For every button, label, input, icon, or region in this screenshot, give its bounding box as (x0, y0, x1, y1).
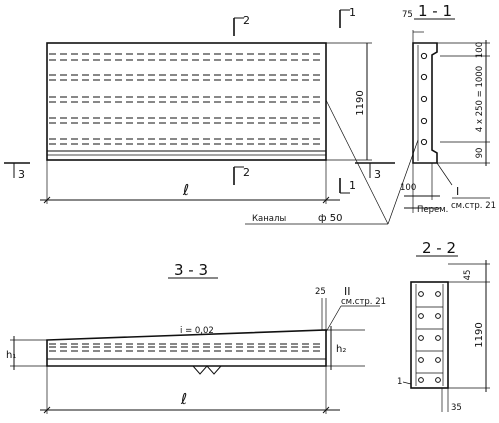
plan-height-label: 1190 (355, 90, 366, 115)
section-mark-2-top-label: 2 (243, 14, 250, 27)
section-mark-1-top: 1 (339, 6, 356, 28)
section-mark-1-top-label: 1 (349, 6, 356, 19)
section-1-1-label-variable: Перем. (417, 205, 448, 215)
elevation-channels (49, 343, 324, 352)
section-1-1-dim-bottom-left: 100 (400, 183, 416, 193)
elevation-dim-top: 25 (315, 287, 326, 297)
elevation-length-label: ℓ (180, 390, 187, 408)
section-mark-3-right-label: 3 (374, 168, 381, 181)
section-1-1-callout-ref: см.стр. 21 (451, 201, 496, 211)
section-1-1-dim-spacing: 4 x 250 = 1000 (475, 66, 485, 132)
elevation-3-3: 3 - 3 i = 0,02 h₁ h₂ ℓ (6, 261, 386, 414)
section-2-2-height: 1190 (474, 322, 485, 347)
section-1-1-title: 1 - 1 (418, 2, 452, 20)
section-1-1-profile (412, 42, 438, 164)
section-mark-1-bottom-label: 1 (349, 179, 356, 192)
elevation-slope: i = 0,02 (180, 326, 214, 336)
section-1-1-channels (420, 52, 428, 146)
section-mark-2-top: 2 (233, 14, 250, 36)
section-mark-2-bottom: 2 (233, 166, 250, 185)
plan-channels (49, 53, 324, 145)
section-2-2-title: 2 - 2 (422, 239, 456, 257)
section-mark-3-left-label: 3 (18, 168, 25, 181)
section-2-2: 2 - 2 45 1190 (397, 239, 490, 413)
section-2-2-channels (418, 291, 441, 383)
section-2-2-profile (410, 281, 449, 389)
elevation-callout-ref: см.стр. 21 (341, 297, 386, 307)
section-1-1-dim-bottom-right: 90 (475, 148, 485, 159)
elevation-h-right: h₂ (336, 344, 346, 355)
section-mark-2-bottom-label: 2 (243, 166, 250, 179)
channels-label: Каналы (252, 214, 286, 224)
channels-callout: Каналы ф 50 (245, 99, 419, 225)
plan-slab-outline (46, 42, 327, 161)
section-mark-3-left: 3 (4, 162, 30, 181)
plan-view: 2 2 1 1 3 3 (4, 6, 419, 225)
plan-height-dimension: 1190 (326, 42, 372, 161)
section-1-1: 1 - 1 75 100 4 x 250 = 1000 90 100 Пе (400, 2, 496, 215)
plan-length-label: ℓ (182, 181, 189, 199)
section-2-2-dim-top: 45 (463, 270, 473, 281)
elevation-3-3-title: 3 - 3 (174, 261, 208, 279)
plan-length-dimension: ℓ (40, 160, 340, 204)
section-2-2-mark-1: 1 (397, 377, 402, 387)
elevation-callout-num: II (344, 285, 351, 298)
section-mark-3-right: 3 (355, 162, 395, 181)
elevation-break-mark (192, 365, 222, 375)
section-2-2-dim-bottom: 35 (451, 403, 462, 413)
section-1-1-callout-num: I (456, 185, 459, 198)
section-mark-1-bottom: 1 (339, 178, 356, 194)
channels-dia: ф 50 (318, 213, 342, 224)
section-1-1-dim-top-right: 100 (475, 42, 485, 58)
elevation-h-left: h₁ (6, 350, 16, 361)
section-1-1-dim-top: 75 (402, 10, 413, 20)
